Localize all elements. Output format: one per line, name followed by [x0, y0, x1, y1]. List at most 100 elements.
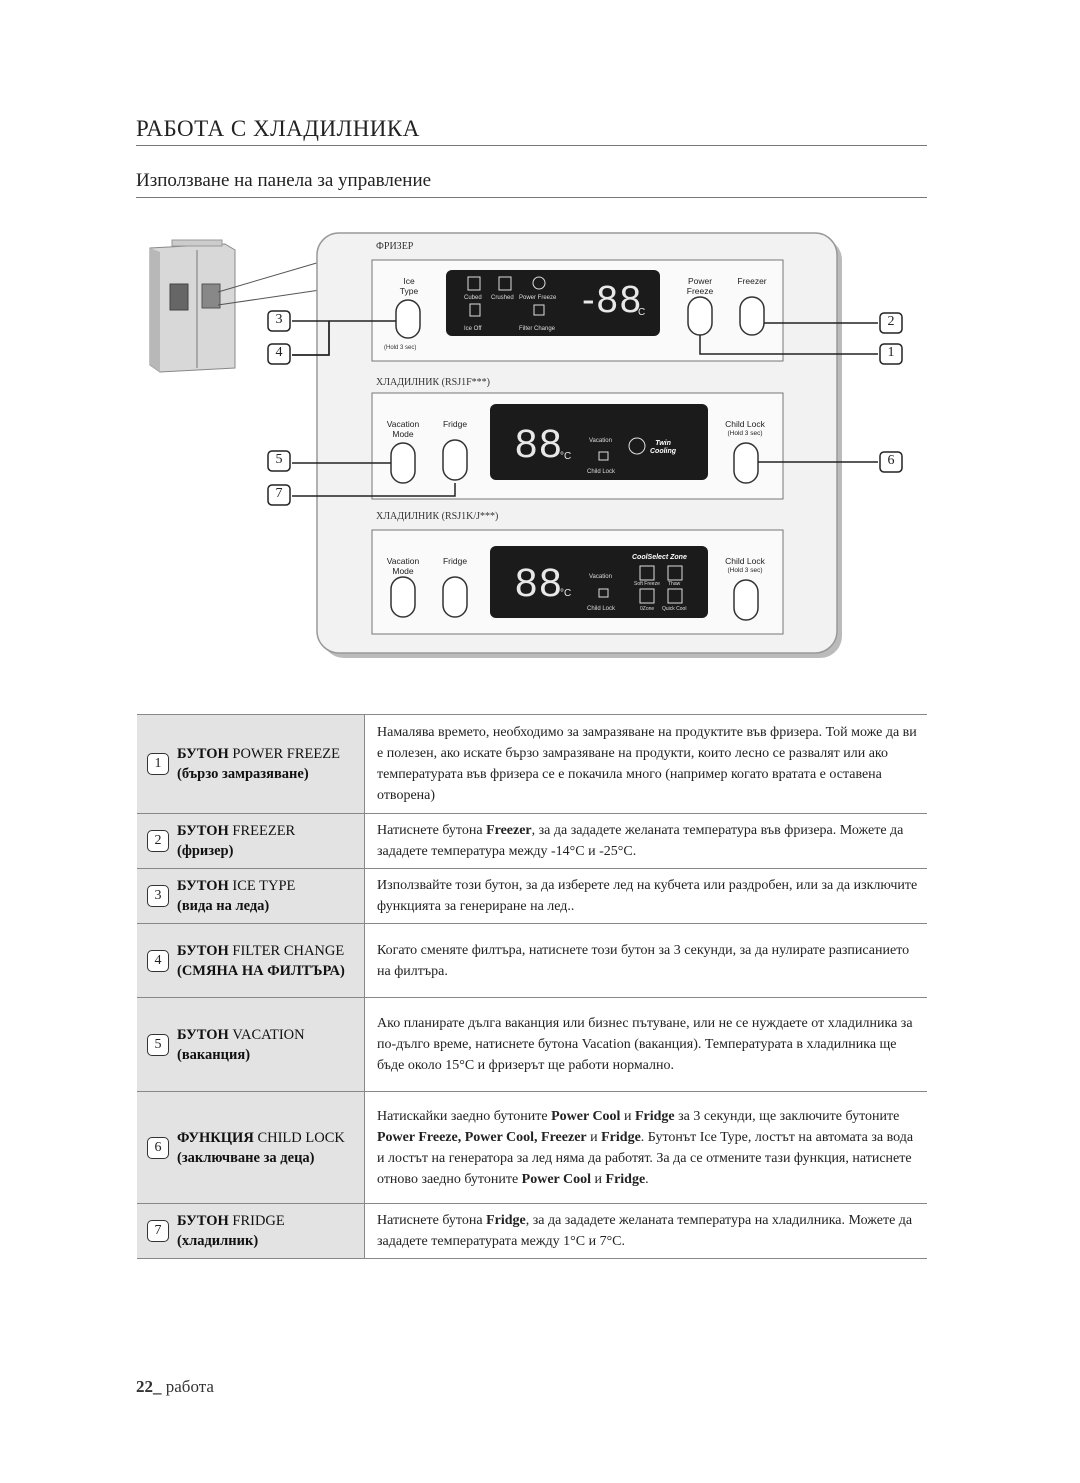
callout-4: 4	[275, 345, 283, 360]
zero-zone-label: 0Zone	[640, 606, 655, 612]
fridge-k-button	[442, 576, 468, 618]
freezer-temp-digits: -88	[582, 279, 643, 321]
child-lock-k-hold-label: (Hold 3 sec)	[727, 567, 763, 574]
child-lock-hold-label: (Hold 3 sec)	[727, 430, 763, 437]
row-description: Натискайки заедно бутоните Power Cool и …	[364, 1091, 927, 1204]
row-name-c: (вида на леда)	[177, 898, 270, 914]
ice-off-label: Ice Off	[464, 326, 482, 332]
row-name-c: (ваканция)	[177, 1046, 251, 1063]
row-number: 7	[147, 1220, 169, 1242]
vacation-k-label-1: Vacation	[386, 556, 420, 566]
ice-type-label-2: Type	[399, 286, 419, 296]
page-footer: 22_ работа	[136, 1377, 214, 1397]
zero-zone-icon	[639, 588, 655, 604]
table-row: 6 ФУНКЦИЯ CHILD LOCK(заключване за деца)…	[137, 1091, 927, 1204]
ice-type-label-1: Ice	[403, 276, 415, 286]
row-name-a: БУТОН	[177, 1213, 229, 1229]
twin-cooling-icon	[628, 437, 646, 455]
table-row: 4 БУТОН FILTER CHANGE(СМЯНА НА ФИЛТЪРА) …	[137, 923, 927, 998]
row-name-c: (СМЯНА НА ФИЛТЪРА)	[177, 962, 345, 979]
vacation-k-small-label: Vacation	[589, 574, 612, 580]
page-subtitle: Използване на панела за управление	[136, 170, 432, 191]
power-freeze-label-1: Power	[687, 276, 713, 286]
row-name-b: POWER FREEZE	[232, 746, 340, 762]
row-number: 4	[147, 949, 169, 972]
row-name-c: (заключване за деца)	[177, 1149, 315, 1166]
fridge-k-temp-digits: 88	[515, 561, 564, 605]
row-name-a: БУТОН	[177, 942, 229, 959]
table-row: 7 БУТОН FRIDGE (хладилник) Натиснете буто…	[137, 1203, 927, 1259]
thaw-label: Thaw	[668, 581, 681, 587]
row-description: Натиснете бутона Freezer, за да зададете…	[364, 813, 927, 869]
ice-type-button	[395, 299, 421, 339]
fridge-deg-unit: °C	[560, 451, 572, 462]
cubed-icon	[467, 276, 481, 291]
snowflake-icon	[532, 276, 546, 290]
row-name-b: FILTER CHANGE	[232, 942, 345, 959]
row-description: Ако планирате дълга ваканция или бизнес …	[364, 997, 927, 1092]
table-row: 3 БУТОН ICE TYPE (вида на леда) Използвай…	[137, 868, 927, 924]
crushed-label: Crushed	[491, 295, 514, 301]
row-number: 6	[147, 1136, 169, 1159]
table-row: 5 БУТОН VACATION(ваканция) Ако планирате…	[137, 997, 927, 1092]
row-description: Натиснете бутона Fridge, за да зададете …	[364, 1203, 927, 1259]
row-description: Намалява времето, необходимо за замразяв…	[364, 714, 927, 814]
page-number: 22_	[136, 1377, 162, 1396]
row-name-b: VACATION	[232, 1026, 305, 1043]
child-lock-small-label: Child Lock	[587, 469, 616, 475]
callout-1: 1	[887, 345, 895, 360]
button-description-table: 1 БУТОН POWER FREEZE(бързо замразяване) …	[137, 714, 927, 1259]
filter-change-label: Filter Change	[519, 326, 556, 332]
power-freeze-small-label: Power Freeze	[519, 295, 557, 301]
child-lock-label: Child Lock	[725, 419, 765, 429]
row-name-b: ICE TYPE	[232, 878, 296, 894]
vacation-small-label: Vacation	[589, 438, 612, 444]
row-name-a: БУТОН	[177, 823, 229, 839]
fridge-button	[442, 439, 468, 481]
row-name-c: (бързо замразяване)	[177, 766, 309, 782]
lock-icon	[598, 451, 609, 461]
soft-freeze-icon	[639, 565, 655, 581]
row-name-a: ФУНКЦИЯ	[177, 1129, 254, 1146]
fridge-display	[490, 404, 708, 480]
child-lock-k-label: Child Lock	[725, 556, 765, 566]
control-panel-diagram	[149, 232, 903, 658]
row-number: 1	[147, 753, 169, 775]
quick-cool-label: Quick Cool	[662, 606, 687, 612]
child-lock-button	[733, 442, 759, 484]
ice-hold-label: (Hold 3 sec)	[384, 345, 417, 351]
row-name-a: БУТОН	[177, 746, 229, 762]
row-name-b: FREEZER	[232, 823, 296, 839]
row-name-c: (хладилник)	[177, 1233, 259, 1249]
row-number: 3	[147, 885, 169, 907]
crushed-icon	[498, 276, 512, 291]
vacation-label-2: Mode	[392, 429, 414, 439]
quick-cool-icon	[667, 588, 683, 604]
fridge-temp-digits: 88	[515, 422, 564, 466]
power-freeze-button	[687, 296, 713, 336]
fridge-illustration	[149, 239, 236, 373]
title-divider	[136, 145, 927, 146]
row-name-c: (фризер)	[177, 843, 234, 859]
row-name-b: FRIDGE	[232, 1213, 285, 1229]
freezer-section-label: ФРИЗЕР	[376, 241, 414, 252]
vacation-button	[390, 442, 416, 484]
page-title: РАБОТА С ХЛАДИЛНИКА	[136, 116, 420, 141]
fridge-f-section-label: ХЛАДИЛНИК (RSJ1F***)	[376, 377, 491, 388]
cubed-label: Cubed	[464, 295, 482, 301]
fridge-label: Fridge	[442, 419, 468, 429]
ice-off-icon	[469, 303, 481, 317]
callout-3: 3	[275, 312, 283, 327]
freezer-button	[739, 296, 765, 336]
row-name-a: БУТОН	[177, 878, 229, 894]
callout-7: 7	[275, 486, 283, 501]
freezer-deg-unit: °C	[634, 307, 646, 318]
subtitle-divider	[136, 197, 927, 198]
twin-cooling-label-2: Cooling	[650, 448, 677, 455]
soft-freeze-label: Soft Freeze	[634, 581, 660, 587]
row-description: Когато сменяте филтъра, натиснете този б…	[364, 923, 927, 998]
row-number: 2	[147, 830, 169, 852]
coolselect-label: CoolSelect Zone	[632, 554, 687, 561]
row-description: Използвайте този бутон, за да изберете л…	[364, 868, 927, 924]
child-lock-k-small-label: Child Lock	[587, 606, 616, 612]
